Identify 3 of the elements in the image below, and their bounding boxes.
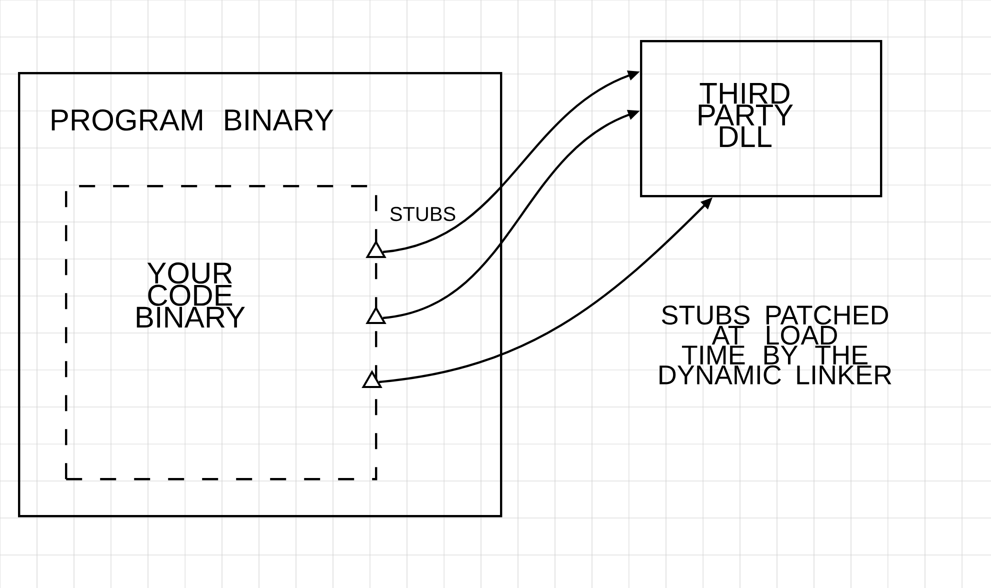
library-box: THIRD PARTY DLL [640, 40, 882, 198]
stubs-label: STUBS [390, 206, 456, 222]
note-text: STUBS PATCHED AT LOAD TIME BY THE DYNAMIC LINKER [660, 306, 892, 384]
